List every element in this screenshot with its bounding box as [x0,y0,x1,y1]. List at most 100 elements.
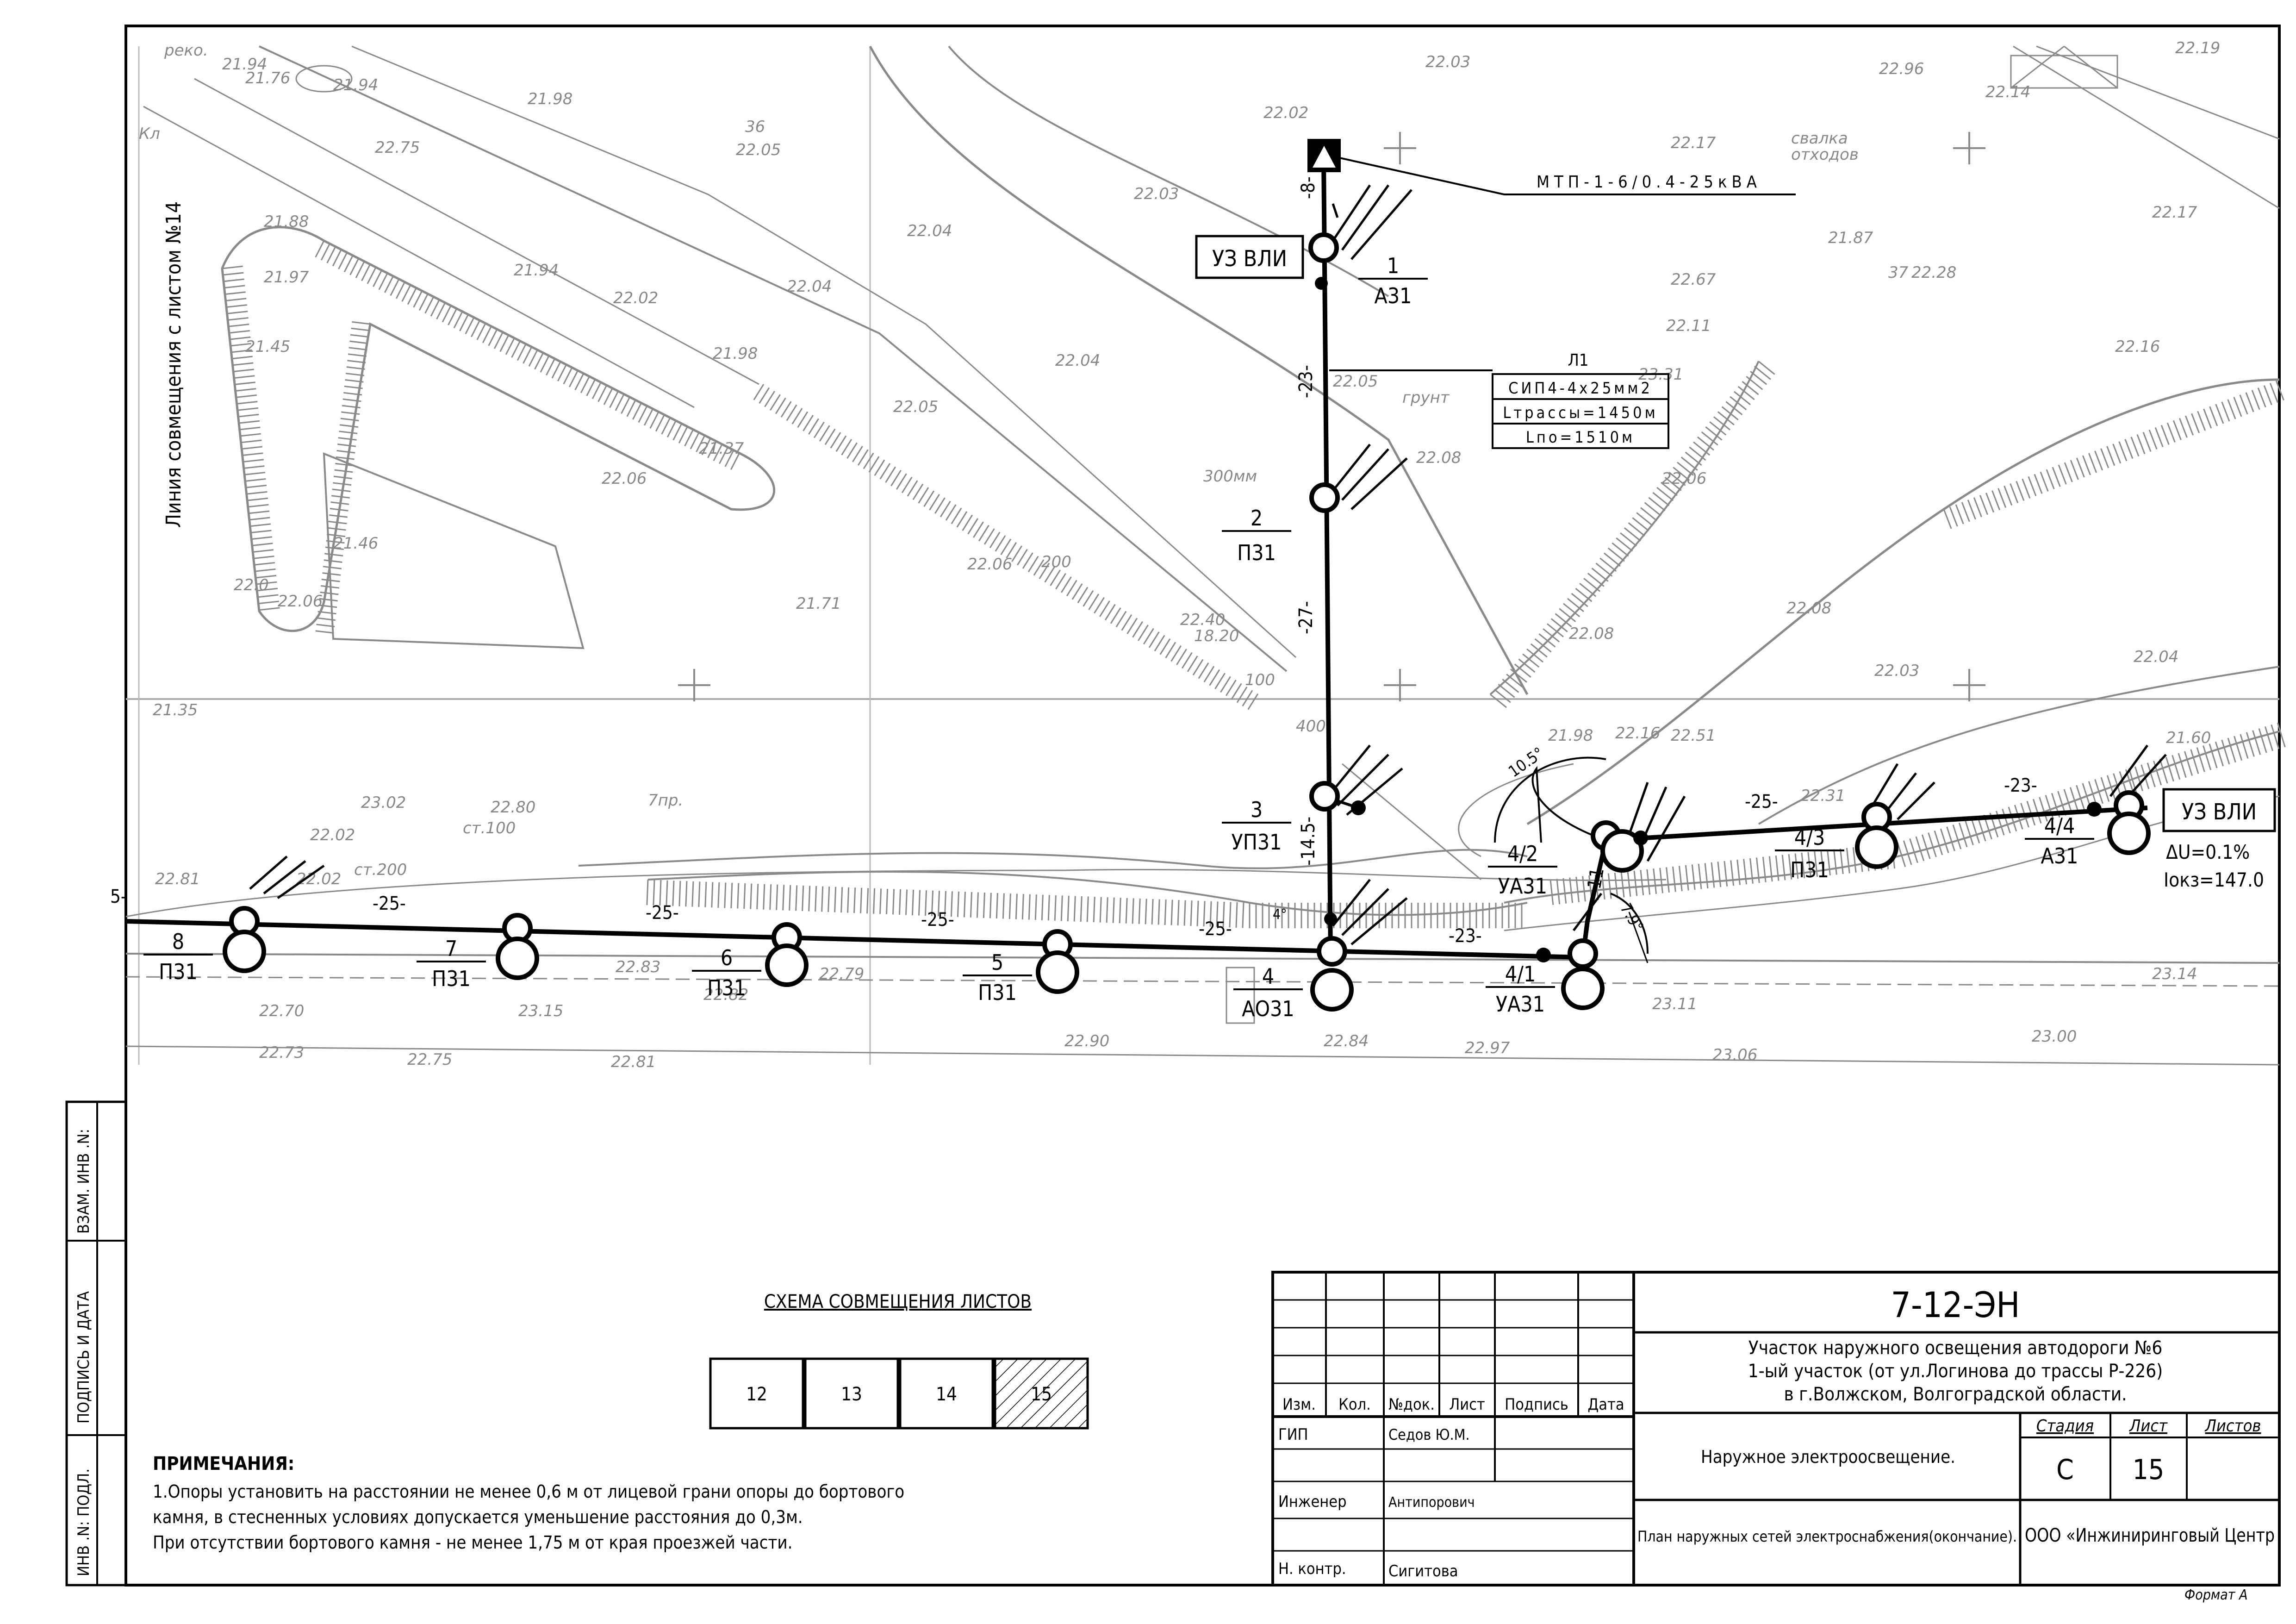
angle-label-3: 4° [1273,906,1287,923]
role-engineer: Инженер [1278,1493,1347,1511]
topo-label: 18.20 [1194,627,1239,645]
notes-title: ПРИМЕЧАНИЯ: [153,1453,294,1474]
pole-type: АО31 [1242,996,1294,1021]
topo-label: 21.45 [245,337,290,356]
topo-label: 22.79 [819,965,864,983]
topo-label: 22.03 [1134,185,1179,203]
topo-label: 22.70 [259,1002,304,1020]
topo-label: 22.08 [1786,599,1831,618]
pole-type: П31 [978,980,1017,1005]
topo-label: 21.98 [713,344,758,363]
pole-5-lamp [1036,950,1079,994]
match-line-label: Линия совмещения с листом №14 [162,201,186,528]
name-gip: Седов Ю.М. [1388,1426,1470,1443]
topo-label: 22.83 [616,958,660,976]
drawing-frame [65,25,2281,1587]
role-gip: ГИП [1278,1425,1308,1444]
topo-label: 22.06 [1661,469,1706,488]
pole-42-lamp [1600,829,1644,873]
span-label: -14.5- [1298,817,1319,866]
topo-label: 22.97 [1465,1039,1510,1057]
line-length: Lпо=1510м [1526,428,1635,447]
title-line-3: в г.Волжском, Волгоградской области. [1784,1384,2127,1405]
topo-label: 21.46 [333,534,378,553]
pole-8-lamp [223,930,266,973]
node-box-left: УЗ ВЛИ [1195,235,1304,279]
topo-label: 22.06 [278,592,323,611]
topo-label: 23.15 [518,1002,563,1020]
scheme-sheet-12: 12 [746,1384,767,1405]
node-label-right: УЗ ВЛИ [2182,799,2257,825]
topo-label: 21.76 [245,69,290,87]
pole-type: УА31 [1496,992,1545,1017]
scheme-sheet-13: 13 [841,1384,862,1405]
section-title: Наружное электроосвещение. [1701,1447,1955,1467]
topo-label: 22.16 [2115,337,2160,356]
title-block-text: 7-12-ЭН Участок наружного освещения авто… [1278,1284,2275,1603]
title-line-1: Участок наружного освещения автодороги №… [1748,1337,2162,1359]
notes-line-1: 1.Опоры установить на расстоянии не мене… [153,1481,904,1502]
pole-44-lamp [2107,812,2151,855]
topographic-base [125,45,2280,1066]
side-stamp-original-inv: ИНВ .N: ПОДЛ. [75,1468,93,1576]
slope-hatching [222,240,2286,928]
topo-label: 22.03 [1425,53,1470,71]
pole-1-symbol [1308,232,1339,263]
topo-label: 22.96 [1879,60,1924,78]
span-label: -25- [921,909,954,931]
topo-label: 100 [1245,671,1275,689]
stamp-header-qty: Кол. [1338,1395,1371,1414]
topo-label: 23.14 [2152,965,2197,983]
pole-number: 7 [445,936,457,961]
stamp-header-sheet: Лист [1449,1395,1485,1414]
topo-label: 22.06 [967,555,1012,574]
span-label: -25- [646,902,679,924]
topo-label: 22.81 [611,1053,656,1071]
topo-label: 22.03 [1874,662,1919,680]
topo-label: 22.05 [1333,372,1378,391]
topo-label: 21.98 [528,90,572,108]
span-label: -23- [1295,365,1317,398]
stage-header: Стадия [2036,1417,2094,1436]
pole-41-lamp [1561,967,1605,1010]
topo-label: 37 [1888,263,1909,282]
pole-number: 3 [1251,797,1263,822]
topo-label: 22.40 [1180,611,1225,629]
span-label: 5- [110,886,127,907]
pole-number: 1 [1387,253,1399,278]
topo-label: 21.37 [699,439,744,458]
sheet-code: 7-12-ЭН [1891,1284,2020,1325]
side-stamp-signature-date: ПОДПИСЬ И ДАТА [75,1291,93,1424]
topo-label: 22.06 [602,469,647,488]
stamp-header-doc: №док. [1388,1395,1435,1414]
transformer-label: МТП-1-6/0.4-25кВА [1537,173,1761,192]
scheme-sheet-15: 15 [1031,1384,1052,1405]
notes-line-2: камня, в стесненных условиях допускается… [153,1507,803,1527]
span-label: -25- [1199,918,1232,940]
topo-label: ст.100 [463,819,516,837]
stage-value: С [2056,1454,2074,1486]
line-name: Л1 [1568,351,1589,370]
topo-label: 7пр. [648,791,683,810]
sheet-number: 15 [2133,1454,2165,1486]
topo-label: 21.88 [264,212,309,231]
topo-label: 22.17 [2152,203,2197,222]
voltage-drop: ΔU=0.1% [2166,841,2250,863]
topo-label: реко. [164,41,208,60]
pole-2-symbol [1309,482,1340,513]
pole-type: А31 [1375,283,1412,308]
topo-label: 22.05 [893,398,938,416]
pole-number: 4 [1262,964,1274,989]
pole-number: 4/2 [1507,841,1538,866]
plan-title: План наружных сетей электроснабжения(око… [1637,1528,2017,1545]
topo-label: отходов [1791,145,1859,164]
topo-label: 22.17 [1671,134,1716,152]
format-label: Формат А [2184,1587,2248,1603]
topo-label: 21.98 [1548,726,1593,745]
topo-label: 21.97 [264,268,309,287]
